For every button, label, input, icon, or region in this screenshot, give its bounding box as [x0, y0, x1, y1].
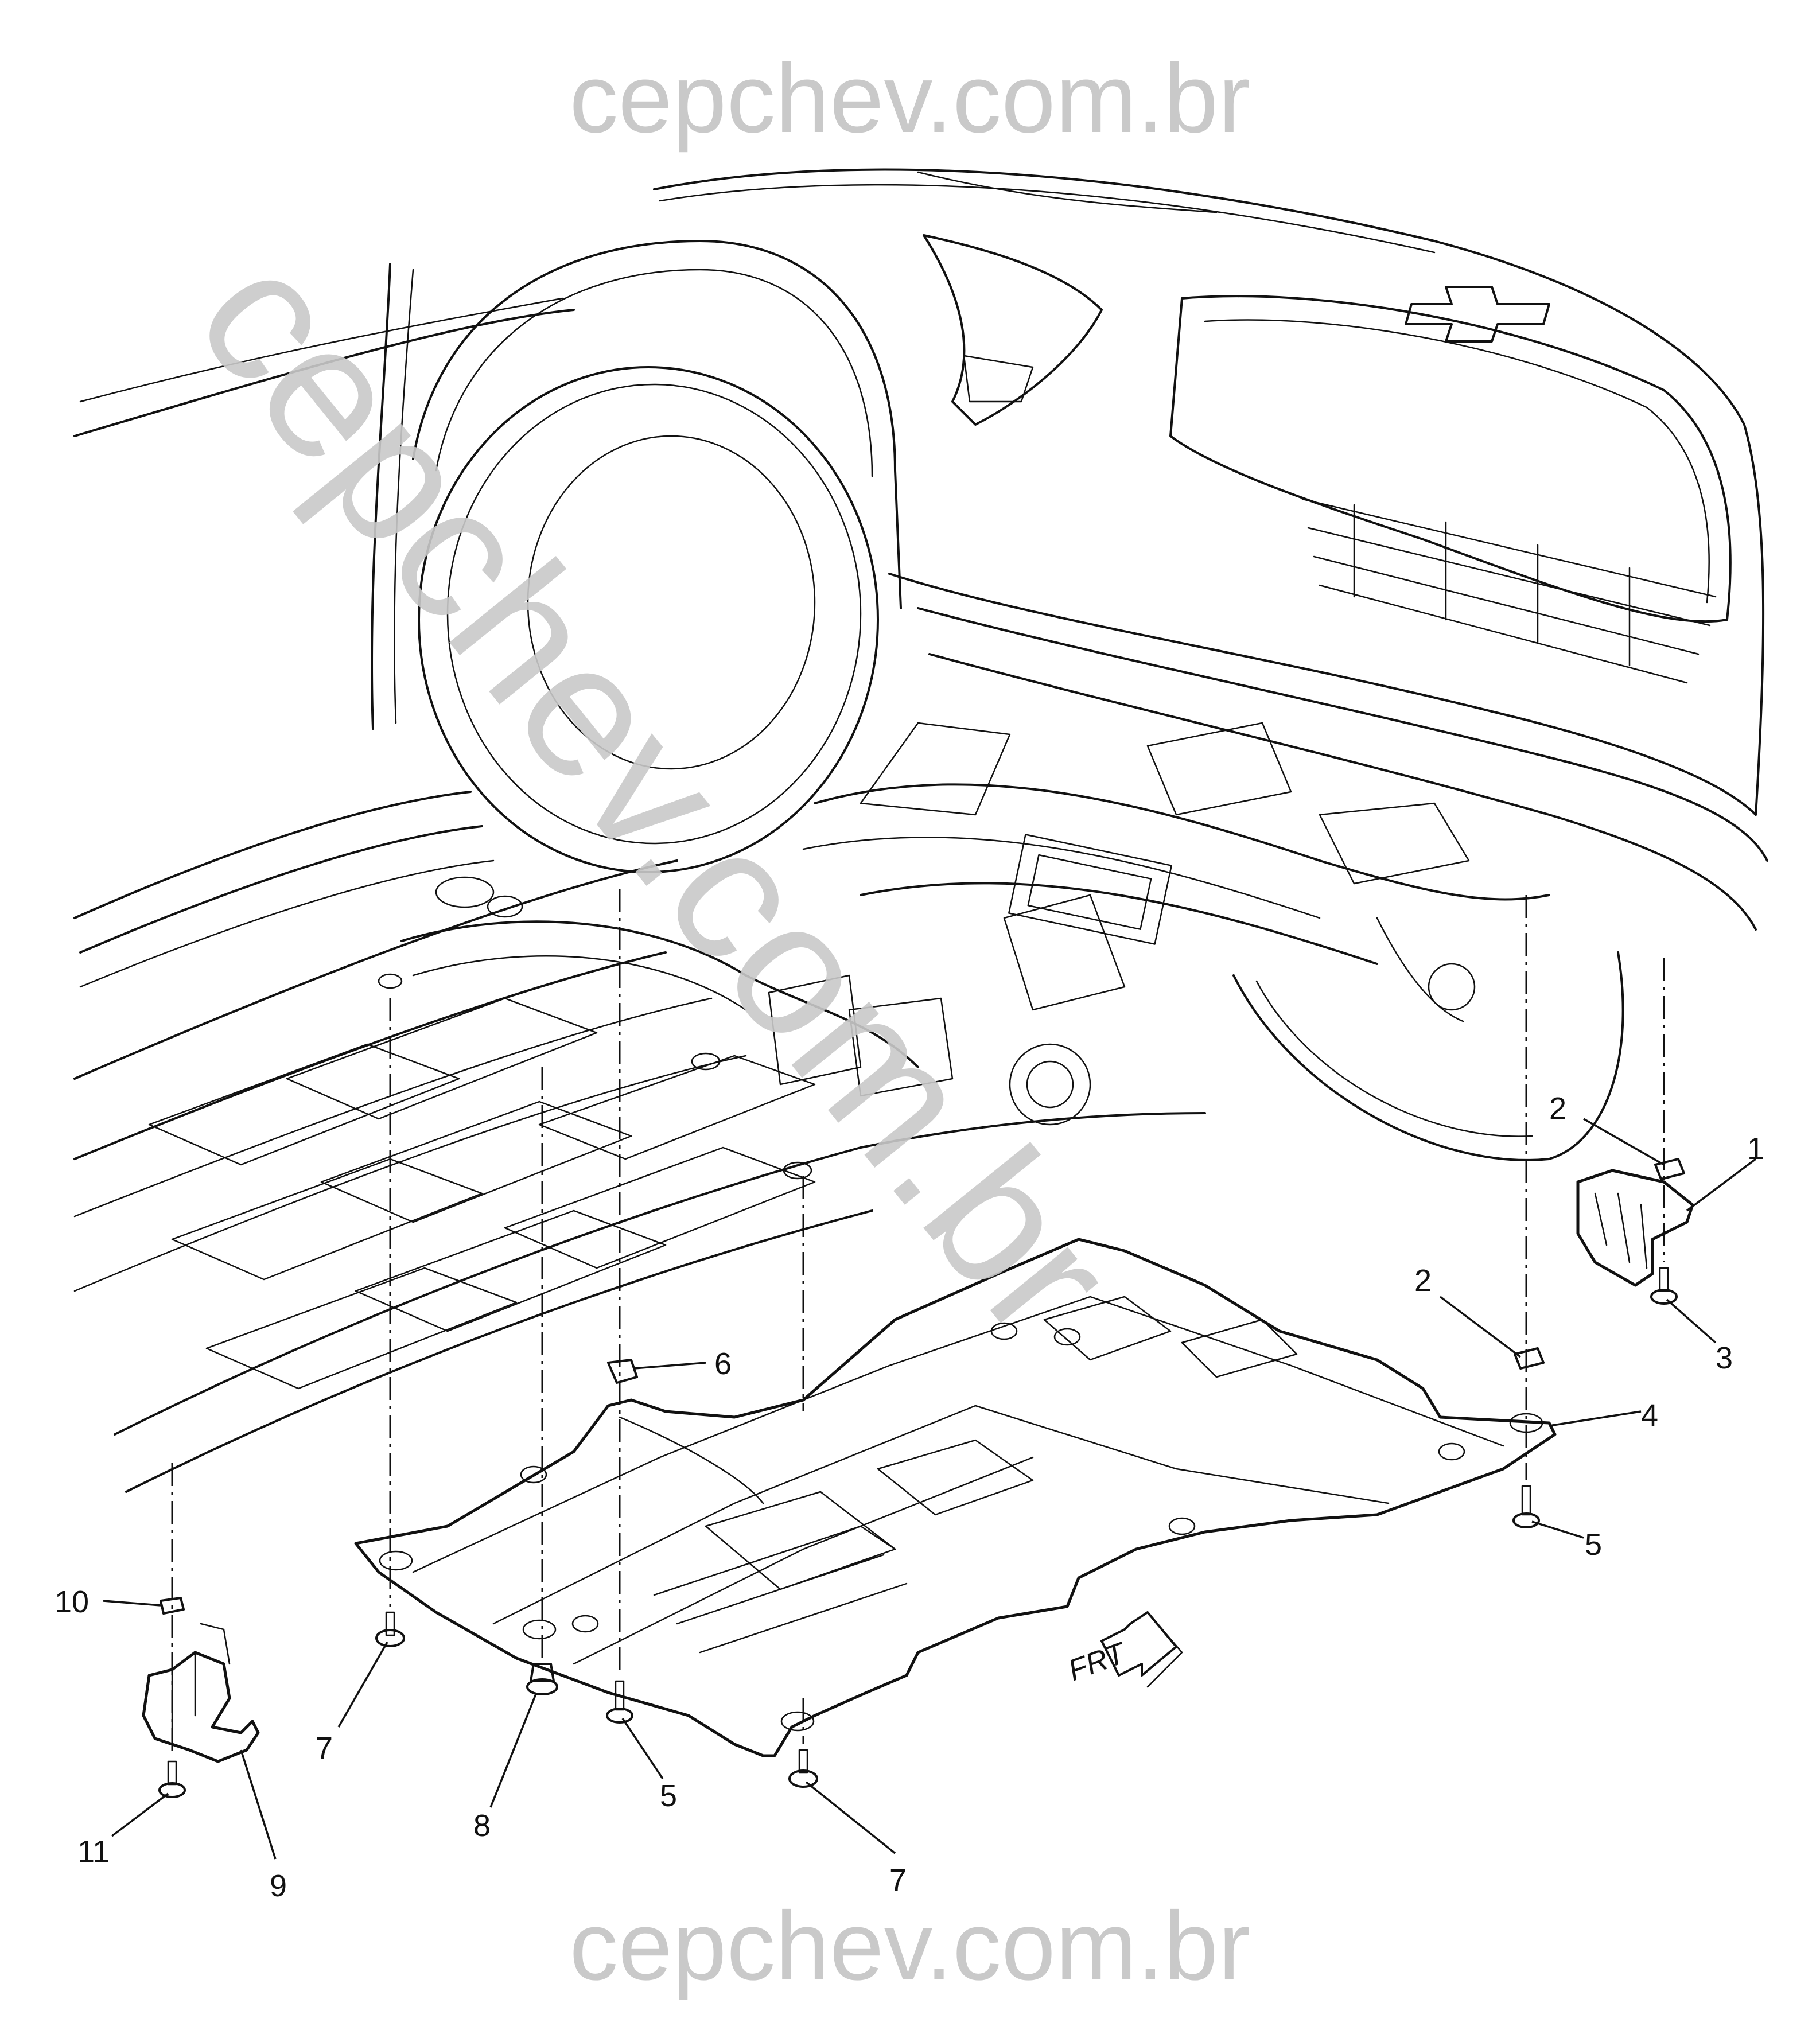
callout-7a: 7	[316, 1731, 333, 1765]
callout-10: 10	[55, 1585, 89, 1619]
leader-lines	[103, 1118, 1757, 1860]
front-subframe-and-engine	[768, 722, 1550, 1126]
underbody-shield	[354, 1238, 1557, 1757]
callout-1: 1	[1747, 1131, 1764, 1166]
callout-11: 11	[77, 1834, 110, 1869]
callout-6: 6	[714, 1347, 732, 1381]
rear-of-front-tire-right	[1232, 951, 1624, 1161]
front-tire	[418, 366, 879, 873]
callout-7b: 7	[889, 1863, 907, 1897]
callout-2a: 2	[1549, 1091, 1566, 1126]
installation-centerlines	[171, 889, 1665, 1756]
callout-labels: 1 2 2 3 4 5 5 6 7 7 8 9 10 11	[55, 1091, 1764, 1903]
callout-8: 8	[473, 1808, 491, 1843]
air-deflector-part-1	[1576, 1169, 1694, 1287]
vehicle-body-outline	[73, 168, 1768, 988]
callout-3: 3	[1716, 1341, 1733, 1375]
watermark-diagonal: cepchev.com.br	[157, 213, 1155, 1375]
callout-5a: 5	[1585, 1527, 1602, 1562]
callout-2b: 2	[1414, 1263, 1432, 1298]
watermark-top: cepchev.com.br	[569, 44, 1250, 153]
bracket-part-9	[142, 1623, 260, 1763]
fasteners	[158, 1158, 1685, 1798]
floor-pan	[73, 859, 1206, 1493]
direction-marker-label: FRT	[1064, 1636, 1131, 1687]
callout-9: 9	[270, 1869, 287, 1903]
watermark-bottom: cepchev.com.br	[569, 1892, 1250, 2001]
callout-4: 4	[1641, 1398, 1658, 1433]
front-direction-marker: FRT	[1064, 1611, 1183, 1687]
callout-5b: 5	[660, 1779, 677, 1813]
